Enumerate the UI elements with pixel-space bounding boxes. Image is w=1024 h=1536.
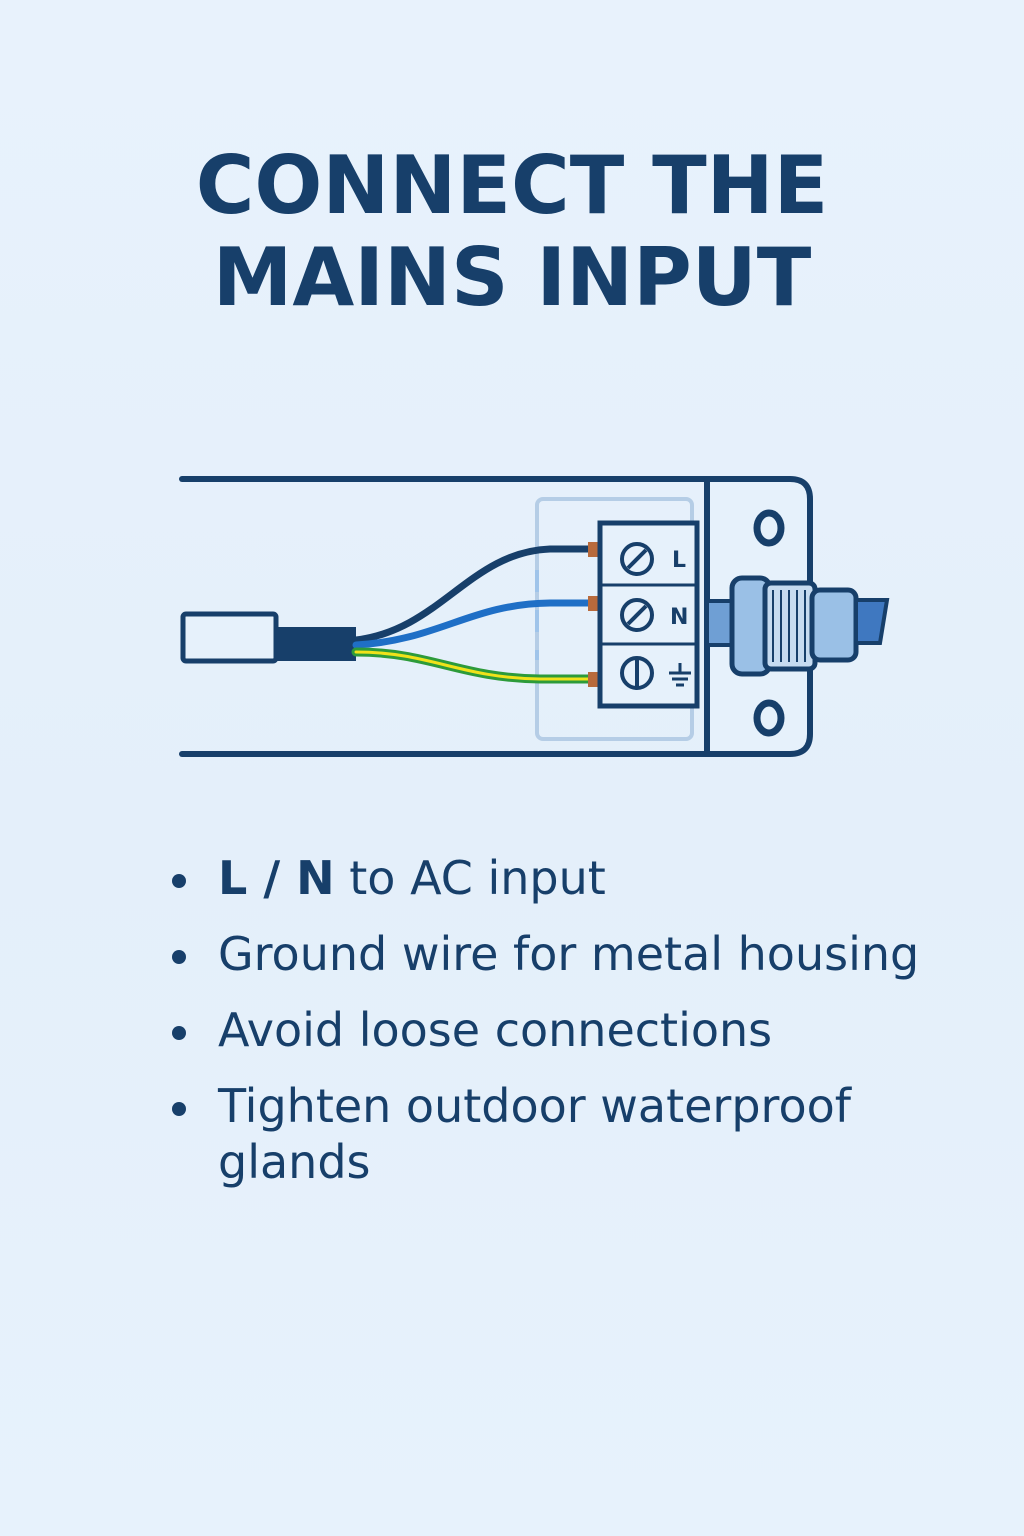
title-line-2: MAINS INPUT	[212, 231, 812, 324]
list-item: Avoid loose connections	[166, 1002, 926, 1058]
bullet-icon	[172, 1026, 186, 1040]
wiring-diagram: L N	[179, 476, 890, 757]
instruction-list: L / N to AC input Ground wire for metal …	[166, 850, 926, 1210]
title-line-1: CONNECT THE	[195, 139, 829, 232]
bullet-text: Ground wire for metal housing	[218, 927, 920, 981]
neutral-wire	[352, 599, 596, 649]
cable-gland	[705, 575, 890, 677]
mounting-hole-bottom-icon	[753, 699, 785, 737]
live-copper-end	[588, 542, 600, 557]
screw-ground-icon	[620, 656, 654, 690]
screw-live-icon	[620, 542, 654, 576]
bullet-text: to AC input	[334, 851, 606, 905]
live-wire	[352, 545, 596, 644]
terminal-label-live: L	[672, 548, 686, 573]
bullet-icon	[172, 1102, 186, 1116]
bullet-text: Tighten outdoor waterproof glands	[218, 1079, 851, 1189]
ground-symbol-icon	[669, 663, 691, 687]
list-item: Ground wire for metal housing	[166, 926, 926, 982]
connector-plug	[180, 611, 279, 664]
list-item: L / N to AC input	[166, 850, 926, 906]
screw-neutral-icon	[620, 598, 654, 632]
mounting-hole-top-icon	[753, 509, 785, 547]
bullet-text: Avoid loose connections	[218, 1003, 773, 1057]
terminal-label-neutral: N	[670, 605, 688, 630]
bullet-icon	[172, 950, 186, 964]
bullet-icon	[172, 874, 186, 888]
page-title: CONNECT THE MAINS INPUT	[0, 140, 1024, 324]
neutral-copper-end	[588, 596, 600, 611]
ground-wire-green	[351, 647, 597, 684]
ground-copper-end	[588, 672, 600, 687]
ground-wire-yellow	[354, 650, 594, 681]
cable-sheath	[276, 627, 356, 661]
list-item: Tighten outdoor waterproof glands	[166, 1078, 926, 1190]
bullet-bold-text: L / N	[218, 851, 335, 905]
